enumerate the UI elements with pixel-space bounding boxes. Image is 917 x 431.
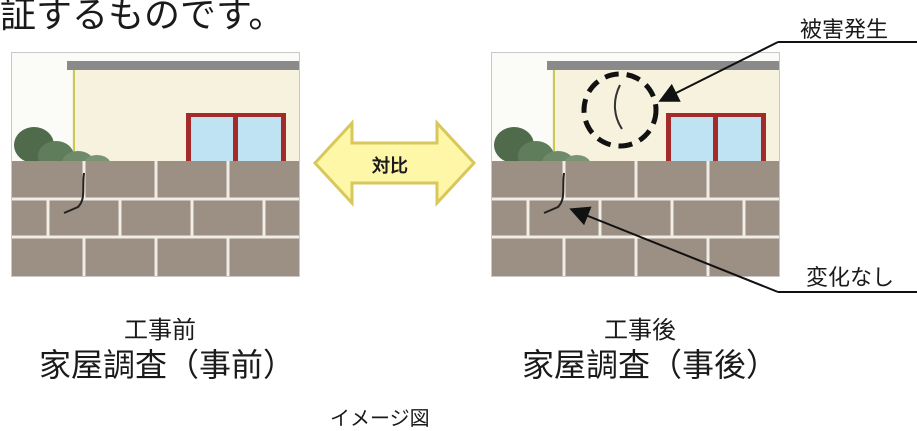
brick-wall [12, 161, 299, 276]
damage-crack [614, 84, 623, 130]
roof [547, 61, 779, 70]
before-small-caption: 工事前 [124, 316, 196, 344]
roof [67, 61, 299, 70]
before-panel [11, 52, 300, 277]
after-small-caption: 工事後 [604, 316, 676, 344]
before-house-illustration [12, 61, 299, 276]
before-main-caption: 家屋調査（事前） [38, 346, 295, 384]
damage-label: 被害発生 [800, 18, 889, 43]
nochange-callout-arrow [569, 206, 779, 293]
heading-text: 証するものです。 [0, 0, 285, 36]
no-change-label: 変化なし [806, 266, 895, 291]
damage-callout-arrow [658, 41, 779, 102]
damage-circle [581, 71, 659, 149]
after-panel [491, 52, 780, 277]
crack [543, 172, 565, 214]
after-house-illustration [492, 61, 779, 276]
comparison-label: 対比 [372, 156, 408, 177]
after-main-caption: 家屋調査（事後） [521, 346, 778, 384]
comparison-arrow [312, 119, 477, 207]
window [666, 113, 766, 168]
window [186, 113, 286, 168]
footer-caption: イメージ図 [330, 406, 430, 430]
crack [63, 172, 85, 214]
brick-wall [492, 161, 779, 276]
